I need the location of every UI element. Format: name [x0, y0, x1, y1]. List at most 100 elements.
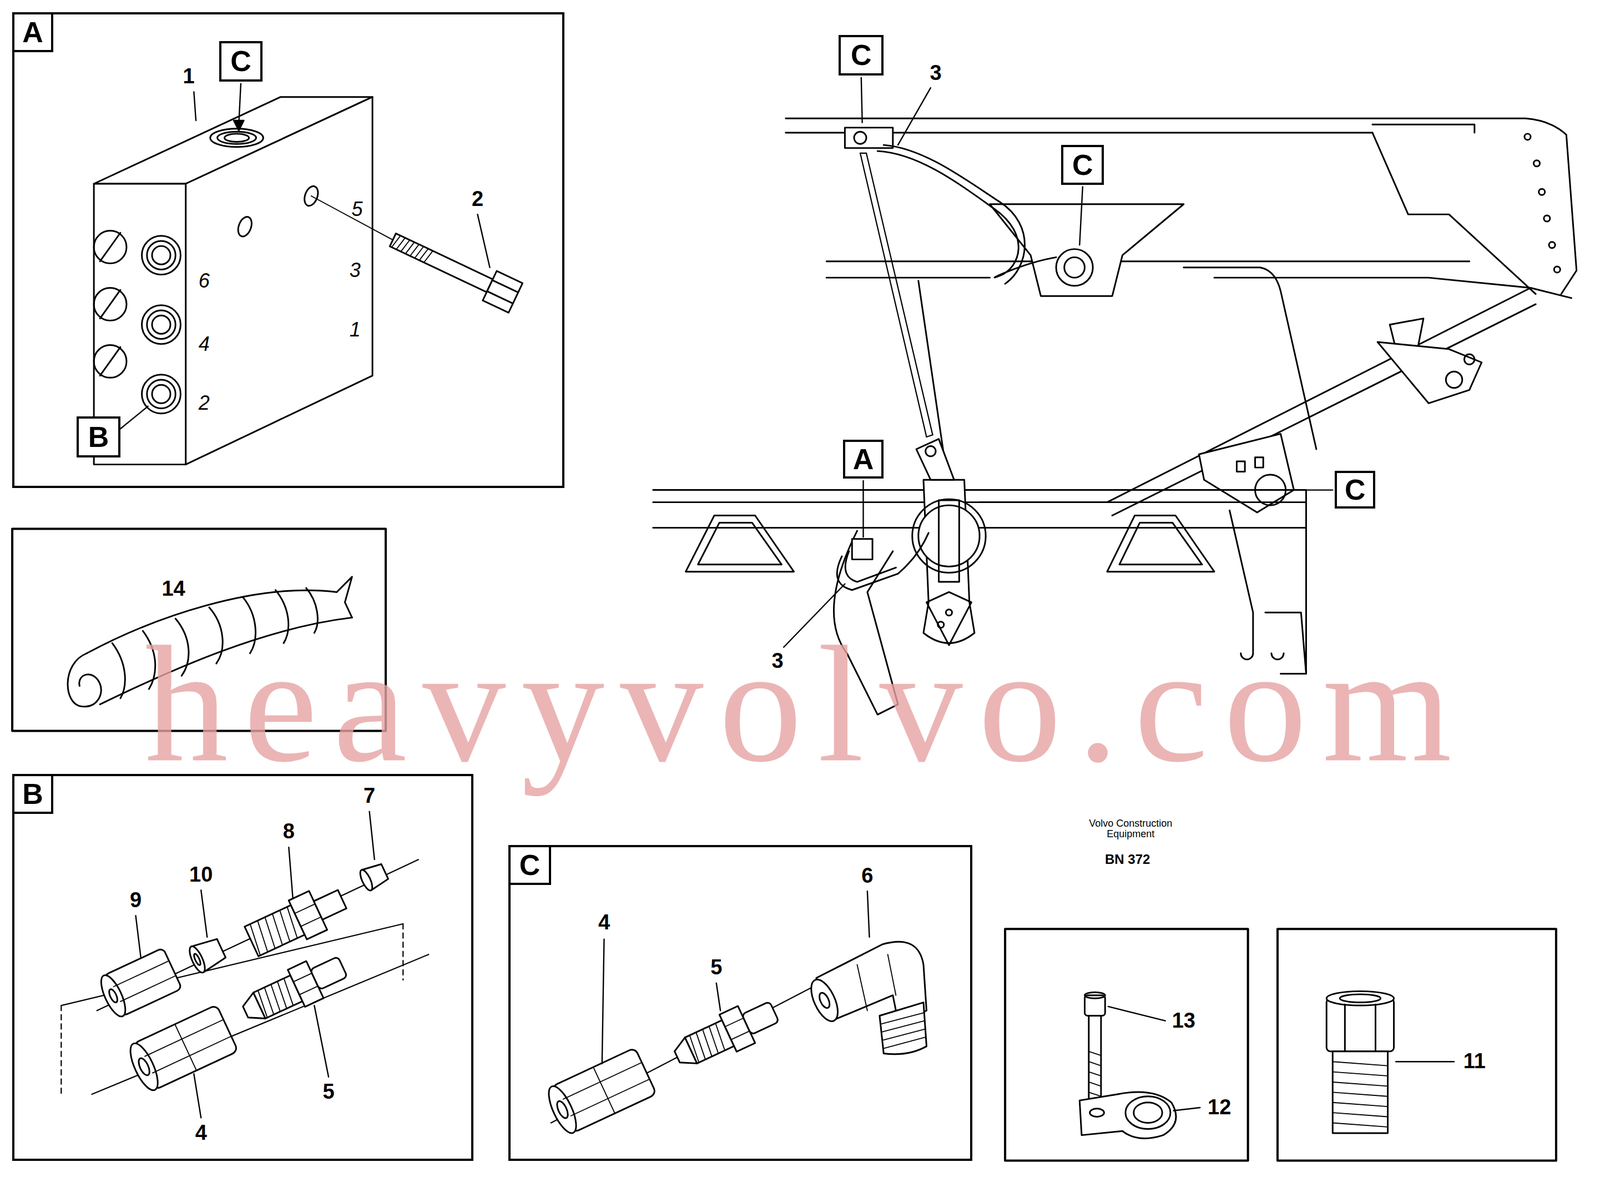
- leader-line: [1108, 1006, 1166, 1021]
- elbow-fitting: [805, 975, 844, 1025]
- union-nut: [107, 987, 120, 1004]
- adapter-fitting: [1344, 1003, 1376, 1052]
- dump-body: [1372, 124, 1475, 133]
- screw: [1084, 991, 1105, 998]
- union-nut: [138, 1004, 239, 1088]
- pivot-bracket: [1255, 457, 1264, 468]
- threaded-nipple: [246, 906, 301, 956]
- parts-illustration: [12, 77, 1577, 1161]
- ferrule: [357, 860, 390, 892]
- pivot-bracket: [1198, 433, 1294, 513]
- dump-body: [1214, 277, 1531, 288]
- callout-number: 4: [598, 911, 610, 934]
- lift-linkage: [1377, 318, 1482, 404]
- union-nut: [96, 947, 183, 1019]
- callout-letter: C: [230, 46, 252, 76]
- union-nut: [124, 1039, 164, 1094]
- port-number: 5: [351, 198, 363, 220]
- panel-letter: A: [22, 17, 44, 47]
- bolt: [385, 225, 523, 314]
- drawing-code: BN 372: [1104, 852, 1150, 867]
- valve-block: [142, 235, 181, 275]
- hose-line: [836, 532, 929, 590]
- bolt-row: [1538, 188, 1546, 195]
- panel-frame: [1005, 928, 1249, 1160]
- elbow-fitting: [817, 990, 832, 1009]
- callout-number: 5: [322, 1080, 335, 1103]
- callout-number: 4: [195, 1121, 208, 1144]
- detail-panel: ACB: [12, 12, 565, 488]
- hose-clip: [1079, 1091, 1176, 1139]
- callout-box: C: [1334, 470, 1376, 509]
- spiral-hose-wrap: [336, 576, 353, 618]
- callout-number: 13: [1172, 1009, 1196, 1032]
- spiral-hose-wrap: [67, 653, 102, 707]
- hose-clip: [1133, 1102, 1163, 1123]
- detail-panel: B: [12, 773, 474, 1161]
- screw: [1088, 1051, 1102, 1097]
- leader-line: [862, 480, 864, 537]
- valve-block: [93, 230, 127, 264]
- valve-block: [217, 131, 257, 144]
- valve-block: [224, 133, 250, 143]
- valve-block: [99, 346, 121, 376]
- callout-number: 3: [929, 62, 942, 85]
- watermark: heavyvolvo.com: [144, 616, 1468, 792]
- bolt-row: [1533, 160, 1540, 167]
- union-nut: [554, 1099, 570, 1120]
- lift-linkage: [1464, 354, 1475, 365]
- bolt: [482, 270, 523, 313]
- callout-number: 10: [189, 863, 213, 886]
- valve-block: [152, 315, 171, 334]
- callout-letter: C: [850, 40, 872, 70]
- screw: [1084, 991, 1105, 1105]
- threaded-nipple: [242, 879, 352, 961]
- adapter-fitting: [1332, 1051, 1388, 1133]
- callout-number: 1: [183, 65, 195, 88]
- hose-clip: [1125, 1096, 1171, 1129]
- valve-block: [147, 379, 176, 408]
- dump-body: [826, 276, 990, 279]
- bolt-row: [1524, 133, 1561, 273]
- hose-clip: [1089, 1108, 1105, 1117]
- threaded-nipple: [668, 992, 784, 1075]
- chassis-frame: [685, 515, 795, 572]
- valve-block: [311, 195, 393, 240]
- adapter-fitting: [1326, 990, 1394, 1006]
- tow-hitch: [925, 446, 936, 457]
- threaded-nipple: [313, 889, 347, 920]
- union-nut: [113, 960, 176, 1002]
- hose-bracket: [854, 131, 867, 144]
- leader-line: [861, 77, 863, 123]
- ferrule: [357, 867, 375, 892]
- dump-body: [826, 260, 1470, 262]
- cable: [860, 153, 933, 437]
- callout-letter: C: [1072, 150, 1094, 180]
- valve-block: [147, 240, 176, 270]
- maker-note: Volvo Construction Equipment: [1074, 818, 1186, 840]
- panel-frame: [12, 528, 1557, 1160]
- valve-block: [142, 305, 181, 345]
- leader-line: [135, 811, 1455, 1118]
- port-number: 2: [198, 392, 210, 414]
- panel-tag: C: [510, 846, 552, 885]
- union-nut: [124, 1004, 239, 1094]
- union-nut: [556, 1047, 656, 1130]
- hose-line: [851, 538, 873, 560]
- panel-tag: B: [14, 775, 54, 814]
- valve-block: [210, 128, 264, 148]
- port-number: 4: [198, 333, 210, 355]
- valve-block: [152, 245, 171, 265]
- ferrule: [186, 935, 227, 975]
- bolt: [389, 233, 493, 292]
- valve-block: [147, 310, 176, 339]
- leader-line: [193, 1073, 201, 1118]
- leader-line: [867, 890, 870, 937]
- valve-block: [99, 289, 121, 319]
- callout-box: C: [838, 34, 884, 77]
- chassis-frame: [1107, 515, 1215, 572]
- callout-letter: C: [1344, 475, 1366, 504]
- leader-line: [193, 91, 196, 120]
